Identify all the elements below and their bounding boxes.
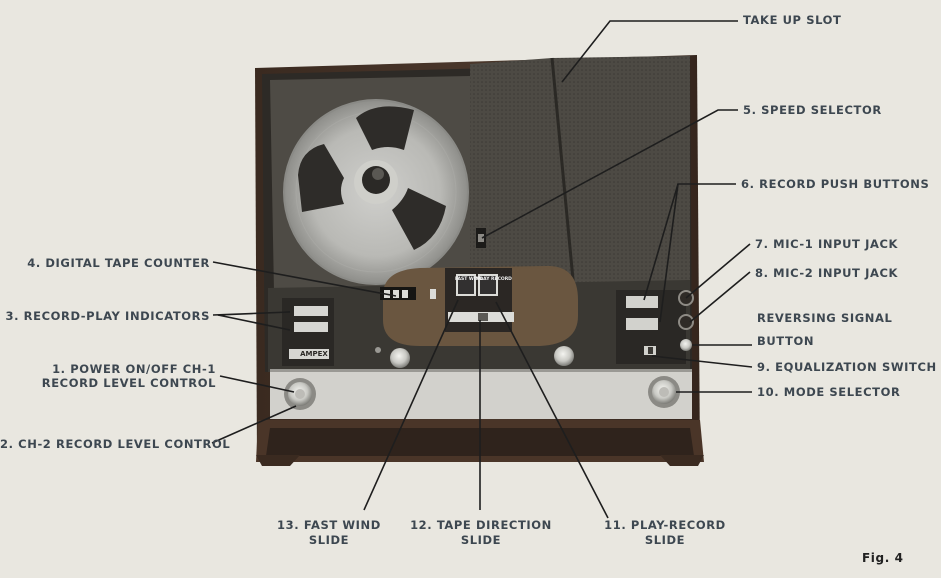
tape-reel: [283, 99, 469, 285]
callout-record-push-buttons: 6. RECORD PUSH BUTTONS: [741, 177, 930, 191]
brand-plate: AMPEX: [300, 350, 328, 358]
callout-fast-wind-line1: 13. FAST WIND: [277, 518, 381, 532]
fast-wind-button-label: FAST WIND: [455, 277, 484, 282]
callout-record-play-indicators: 3. RECORD-PLAY INDICATORS: [5, 309, 210, 323]
callout-mode-selector: 10. MODE SELECTOR: [757, 385, 901, 399]
callout-fast-wind-line2: SLIDE: [308, 533, 350, 547]
callout-mic1-input-jack: 7. MIC-1 INPUT JACK: [755, 237, 899, 251]
control-pod: [382, 266, 578, 346]
callout-speed-selector: 5. SPEED SELECTOR: [743, 103, 882, 117]
power-ch1-record-level-knob: [284, 378, 316, 410]
speed-selector-switch: [476, 228, 486, 248]
callout-play-record-line2: SLIDE: [644, 533, 686, 547]
callout-power-line1: 1. POWER ON/OFF CH-1: [52, 362, 216, 376]
callout-reversing-signal-line1: REVERSING SIGNAL: [757, 311, 893, 325]
callout-digital-tape-counter: 4. DIGITAL TAPE COUNTER: [27, 256, 210, 270]
callout-ch2-record-level: 2. CH-2 RECORD LEVEL CONTROL: [0, 437, 231, 451]
mode-selector-knob: [648, 376, 680, 408]
callout-power-line2: RECORD LEVEL CONTROL: [41, 376, 216, 390]
callout-reversing-signal-line2: BUTTON: [757, 334, 815, 348]
callout-mic2-input-jack: 8. MIC-2 INPUT JACK: [755, 266, 899, 280]
callout-tape-direction-line2: SLIDE: [460, 533, 502, 547]
callout-equalization-switch: 9. EQUALIZATION SWITCH: [757, 360, 937, 374]
tape-guide-right: [554, 346, 574, 366]
figure-label: Fig. 4: [862, 551, 904, 565]
callout-play-record-line1: 11. PLAY-RECORD: [604, 518, 726, 532]
callout-tape-direction-line1: 12. TAPE DIRECTION: [410, 518, 552, 532]
play-record-button-label: PLAY RECORD: [477, 277, 512, 282]
tape-guide-left: [390, 348, 410, 368]
callout-take-up-slot: TAKE UP SLOT: [743, 13, 842, 27]
record-play-indicators: [282, 298, 334, 366]
right-control-panel: [616, 290, 694, 364]
